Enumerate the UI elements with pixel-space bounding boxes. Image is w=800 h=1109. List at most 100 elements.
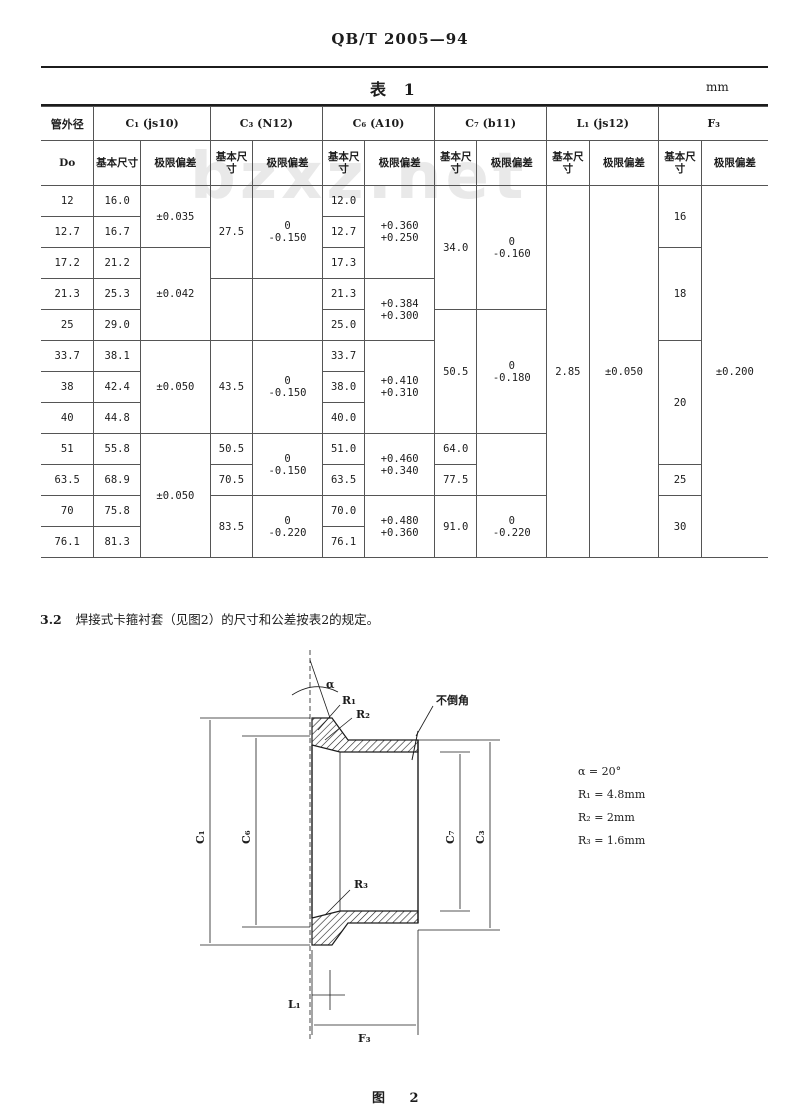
cell-do: 76.1 <box>41 526 95 558</box>
alpha-line <box>309 659 331 719</box>
legend-r3: R₃ = 1.6mm <box>578 834 646 847</box>
clause-number: 3.2 <box>40 612 62 627</box>
cell-do: 21.3 <box>41 278 95 310</box>
table-row: 12.7 16.7 12.7 <box>41 216 768 248</box>
cell-c7-basic: 64.0 <box>434 433 478 465</box>
legend-r2: R₂ = 2mm <box>578 811 635 824</box>
cell-c3-basic-blank <box>209 278 254 341</box>
cell-f3-basic: 30 <box>658 495 702 558</box>
cell-do: 38 <box>41 371 95 403</box>
cell-c1-basic: 75.8 <box>93 495 141 527</box>
cell-c1-basic: 44.8 <box>93 402 141 434</box>
subheader-deviation: 极限偏差 <box>700 140 768 186</box>
legend-r1: R₁ = 4.8mm <box>578 788 646 801</box>
cell-do: 17.2 <box>41 247 95 279</box>
header-c3: C₃ (N12) <box>209 106 323 141</box>
table-top-rule <box>41 104 768 106</box>
r2-leader <box>324 717 353 741</box>
r1-leader <box>317 704 341 731</box>
cell-c3-basic: 83.5 <box>209 495 254 558</box>
cell-c6-basic: 63.5 <box>321 464 366 496</box>
cell-c1-dev: ±0.050 <box>139 433 211 558</box>
header-c6: C₆ (A10) <box>321 106 436 141</box>
subheader-basic: 基本尺寸 <box>546 140 590 186</box>
cell-c7-basic: 50.5 <box>434 309 478 434</box>
cell-c3-basic: 43.5 <box>209 340 254 434</box>
cell-do: 70 <box>41 495 95 527</box>
cell-do: 12 <box>41 185 95 217</box>
cell-c1-dev: ±0.035 <box>139 185 211 248</box>
cell-c6-dev: +0.384 +0.300 <box>364 278 435 341</box>
table-title: 表 1 <box>370 80 421 99</box>
table-row: 63.5 68.9 70.5 63.5 77.5 25 <box>41 464 768 496</box>
unit-label: mm <box>706 80 729 94</box>
cell-c3-basic: 27.5 <box>209 185 254 279</box>
subheader-deviation: 极限偏差 <box>588 140 660 186</box>
cell-c6-basic: 12.0 <box>321 185 366 217</box>
cell-l1-dev: ±0.050 <box>588 185 660 558</box>
subheader-deviation: 极限偏差 <box>252 140 323 186</box>
cell-c6-dev: +0.360 +0.250 <box>364 185 436 279</box>
cell-c3-dev: 0 -0.150 <box>252 340 323 434</box>
table-row: 17.2 21.2 ±0.042 17.3 18 <box>41 247 768 341</box>
cell-f3-basic: 18 <box>658 247 702 341</box>
cell-c1-dev: ±0.050 <box>139 340 211 434</box>
sleeve-drawing: α R₁ R₂ 不倒角 R₃ C₁ C₆ C₇ C₃ L₁ F₃ <box>194 650 500 1045</box>
lower-section <box>311 910 419 946</box>
cell-c7-basic: 34.0 <box>434 185 478 310</box>
cell-c1-basic: 16.0 <box>93 185 141 217</box>
cell-c6-dev: +0.410 +0.310 <box>364 340 436 434</box>
cell-c6-basic: 33.7 <box>321 340 366 372</box>
header-rule <box>41 66 768 68</box>
cell-c7-basic: 77.5 <box>434 464 478 496</box>
dimensions-table: 管外径 C₁ (js10) C₃ (N12) C₆ (A10) C₇ (b11)… <box>41 106 768 558</box>
header-pipe-od: 管外径 <box>41 106 95 141</box>
cell-c1-basic: 25.3 <box>93 278 141 310</box>
cell-c6-basic: 70.0 <box>321 495 366 527</box>
cell-do: 33.7 <box>41 340 95 372</box>
subheader-basic: 基本尺寸 <box>209 140 254 186</box>
label-l1: L₁ <box>288 998 301 1011</box>
cell-do: 12.7 <box>41 216 95 248</box>
cell-c7-dev-blank <box>476 433 547 496</box>
cell-c6-dev: +0.480 +0.360 <box>364 495 436 558</box>
cell-l1-basic: 2.85 <box>546 185 590 558</box>
table-row: 51 55.8 ±0.050 50.5 0 -0.150 51.0 +0.460… <box>41 433 768 558</box>
cell-do: 51 <box>41 433 95 465</box>
subheader-basic: 基本尺寸 <box>434 140 478 186</box>
cell-c6-basic: 38.0 <box>321 371 365 403</box>
cell-do: 63.5 <box>41 464 95 496</box>
cell-do: 40 <box>41 402 95 434</box>
cell-c3-dev: 0 -0.150 <box>252 433 323 496</box>
cell-c6-basic: 76.1 <box>321 526 365 558</box>
label-c6: C₆ <box>240 830 253 844</box>
label-c1: C₁ <box>194 830 207 844</box>
label-c7: C₇ <box>444 830 457 844</box>
cell-c1-basic: 68.9 <box>93 464 141 496</box>
cell-c3-basic: 70.5 <box>209 464 254 496</box>
cell-c7-dev: 0 -0.220 <box>476 495 548 558</box>
label-r1: R₁ <box>342 694 356 707</box>
cell-c1-basic: 29.0 <box>93 309 141 341</box>
cell-c1-basic: 16.7 <box>93 216 141 248</box>
cell-c6-basic: 17.3 <box>321 247 366 279</box>
subheader-deviation: 极限偏差 <box>139 140 211 186</box>
cell-c6-basic: 12.7 <box>321 216 365 248</box>
header-l1: L₁ (js12) <box>546 106 660 141</box>
no-chamfer-leader <box>415 705 434 737</box>
subheader-basic: 基本尺寸 <box>93 140 141 186</box>
label-no-chamfer: 不倒角 <box>436 693 469 707</box>
cell-f3-basic: 20 <box>658 340 702 465</box>
cell-c3-dev: 0 -0.150 <box>252 185 323 279</box>
subheader-deviation: 极限偏差 <box>364 140 436 186</box>
table-row: 25 29.0 25.0 50.5 0 -0.180 <box>41 309 768 434</box>
upper-section <box>311 717 419 753</box>
r3-leader <box>324 889 351 916</box>
header-c7: C₇ (b11) <box>434 106 548 141</box>
label-f3: F₃ <box>358 1032 371 1045</box>
cell-f3-basic: 25 <box>658 464 702 496</box>
label-alpha: α <box>326 678 335 691</box>
standard-code: QB/T 2005—94 <box>331 30 469 48</box>
subheader-basic: 基本尺寸 <box>321 140 366 186</box>
